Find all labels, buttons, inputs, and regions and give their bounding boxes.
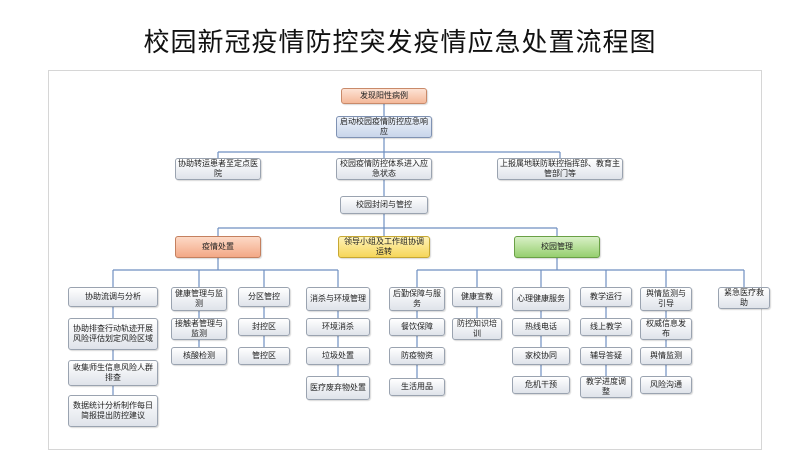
node-control-zone: 管控区 <box>238 347 290 365</box>
node-schedule-adjustment: 教学进度调整 <box>580 376 632 398</box>
node-catering: 餐饮保障 <box>389 318 445 336</box>
node-zoning-control: 分区管控 <box>238 287 290 307</box>
node-epidemic-handling: 疫情处置 <box>175 236 261 258</box>
node-emergency-state: 校园疫情防控体系进入应急状态 <box>336 158 432 180</box>
node-discover-positive-case: 发现阳性病例 <box>341 88 427 104</box>
node-start-emergency-response: 启动校园疫情防控应急响应 <box>336 116 432 138</box>
node-prevention-training: 防控知识培训 <box>452 318 502 340</box>
node-health-education: 健康宣教 <box>452 287 502 307</box>
node-logistics-service: 后勤保障与服务 <box>389 287 445 311</box>
node-epidemic-supplies: 防疫物资 <box>389 347 445 365</box>
node-contact-management: 接触者管理与监测 <box>171 318 227 340</box>
node-online-teaching: 线上教学 <box>580 318 632 336</box>
node-medical-waste: 医疗废弃物处置 <box>306 376 370 400</box>
node-risk-communication: 风险沟通 <box>640 376 692 394</box>
node-trace-risk-assessment: 协助排查行动轨迹开展风险评估划定风险区域 <box>68 318 158 350</box>
node-public-opinion: 舆情监测与引导 <box>640 287 692 311</box>
node-environment-disinfection: 环境消杀 <box>306 318 370 336</box>
node-data-analysis: 数据统计分析制作每日简报提出防控建议 <box>68 395 158 427</box>
node-teaching-operation: 教学运行 <box>580 287 632 307</box>
node-health-monitoring: 健康管理与监测 <box>171 287 227 311</box>
node-official-info: 权威信息发布 <box>640 318 692 340</box>
page-title: 校园新冠疫情防控突发疫情应急处置流程图 <box>143 28 657 58</box>
node-leadership-coordination: 领导小组及工作组协调运转 <box>338 236 430 258</box>
node-emergency-medical: 紧急医疗救助 <box>718 287 770 309</box>
node-crisis-intervention: 危机干预 <box>512 376 570 394</box>
node-campus-closure: 校园封闭与管控 <box>340 196 428 214</box>
node-campus-management: 校园管理 <box>514 236 600 258</box>
node-collect-info: 收集师生信息风险人群排查 <box>68 360 158 386</box>
node-waste-disposal: 垃圾处置 <box>306 347 370 365</box>
node-transfer-patient: 协助转运患者至定点医院 <box>175 158 261 180</box>
node-mental-health: 心理健康服务 <box>512 287 570 311</box>
node-nucleic-test: 核酸检测 <box>171 347 227 365</box>
node-disinfection-environment: 消杀与环境管理 <box>306 287 370 311</box>
node-lockdown-zone: 封控区 <box>238 318 290 336</box>
node-daily-necessities: 生活用品 <box>389 378 445 396</box>
node-home-school: 家校协同 <box>512 347 570 365</box>
node-opinion-monitoring: 舆情监测 <box>640 347 692 365</box>
node-tutoring: 辅导答疑 <box>580 347 632 365</box>
node-hotline: 热线电话 <box>512 318 570 336</box>
node-epi-investigation: 协助流调与分析 <box>68 287 158 307</box>
node-report-authorities: 上报属地联防联控指挥部、教育主管部门等 <box>497 158 623 180</box>
